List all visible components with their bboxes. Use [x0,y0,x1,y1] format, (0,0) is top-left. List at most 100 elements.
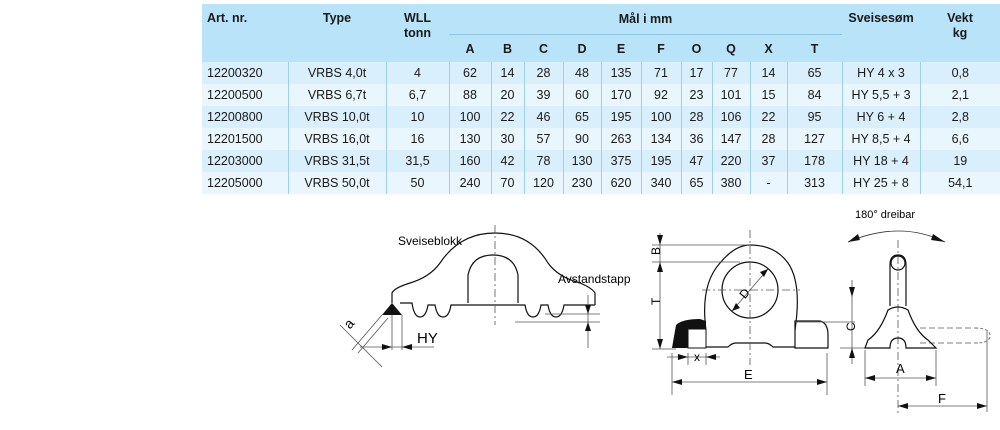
cell-dim-c: 120 [523,172,563,194]
cell-dim-d: 65 [562,106,601,128]
cell-art-nr: 12200800 [202,106,288,128]
cell-dim-e: 375 [600,150,641,172]
cell-dim-f: 195 [640,150,681,172]
cell-dim-t: 313 [786,172,843,194]
cell-dim-b: 70 [490,172,524,194]
cell-weld: HY 18 + 4 [841,150,921,172]
header-dim-x: X [750,34,787,62]
ring-outline [704,244,798,331]
cell-dim-b: 30 [490,128,524,150]
label-side-a: A [896,361,905,376]
cell-dim-d: 90 [562,128,601,150]
cell-dim-a: 88 [448,84,491,106]
cell-dim-a: 62 [448,62,491,84]
label-hy: HY [417,330,438,347]
cell-dim-o: 28 [680,106,712,128]
cell-dim-o: 65 [680,172,712,194]
header-weld: Sveisesøm [842,4,921,62]
cell-wll: 50 [385,172,449,194]
cell-weld: HY 25 + 8 [841,172,921,194]
cell-dim-q: 101 [711,84,750,106]
cell-wll: 6,7 [385,84,449,106]
cell-dim-c: 28 [523,62,563,84]
weld-fillet-icon [382,303,402,315]
cell-dim-a: 100 [448,106,491,128]
cell-dim-f: 340 [640,172,681,194]
label-f: F [938,391,946,406]
cell-dim-x: 37 [749,150,787,172]
cell-weight: 19 [919,150,1000,172]
cell-type: VRBS 4,0t [287,62,386,84]
cell-dim-d: 48 [562,62,601,84]
cell-type: VRBS 10,0t [287,106,386,128]
cell-dim-b: 14 [490,62,524,84]
cell-weight: 2,1 [919,84,1000,106]
cell-dim-x: 22 [749,106,787,128]
cell-dim-t: 95 [786,106,843,128]
base-plate [706,342,795,348]
cell-weight: 54,1 [919,172,1000,194]
cell-dim-e: 135 [600,62,641,84]
cell-dim-t: 178 [786,150,843,172]
header-wll-line2: tonn [403,26,432,40]
cell-dim-t: 65 [786,62,843,84]
cell-dim-a: 130 [448,128,491,150]
label-rotation: 180° dreibar [855,209,915,221]
cell-dim-q: 220 [711,150,750,172]
cell-art-nr: 12200500 [202,84,288,106]
cell-wll: 4 [385,62,449,84]
cell-dim-o: 23 [680,84,712,106]
cell-dim-d: 60 [562,84,601,106]
cell-type: VRBS 16,0t [287,128,386,150]
header-dim-b: B [491,34,524,62]
cell-dim-b: 22 [490,106,524,128]
header-dim-o: O [681,34,712,62]
label-c: C [844,322,858,331]
cell-type: VRBS 6,7t [287,84,386,106]
cell-weight: 6,6 [919,128,1000,150]
header-weight-line1: Vekt [947,11,973,25]
cell-dim-c: 78 [523,150,563,172]
cell-dim-t: 127 [786,128,843,150]
label-t: T [649,297,663,305]
cell-dim-q: 147 [711,128,750,150]
cell-wll: 10 [385,106,449,128]
cell-dim-x: 14 [749,62,787,84]
header-wll-line1: WLL [403,11,432,25]
cell-dim-c: 39 [523,84,563,106]
cell-wll: 31,5 [385,150,449,172]
cell-weld: HY 5,5 + 3 [841,84,921,106]
header-dim-f: F [641,34,681,62]
weld-block-base [400,302,595,318]
cell-dim-q: 77 [711,62,750,84]
cell-art-nr: 12200320 [202,62,288,84]
header-type: Type [288,4,386,62]
header-art-nr: Art. nr. [202,4,288,62]
cell-dim-c: 46 [523,106,563,128]
header-dim-a: A [449,34,491,62]
weld-block-inner-arch [467,254,519,303]
label-e: E [744,367,753,382]
header-dimensions-group: Mål i mm [449,4,843,35]
label-sveiseblokk: Sveiseblokk [398,234,463,248]
cell-wll: 16 [385,128,449,150]
cell-dim-e: 170 [600,84,641,106]
cell-dim-a: 240 [448,172,491,194]
cell-dim-d: 230 [562,172,601,194]
cell-weld: HY 8,5 + 4 [841,128,921,150]
rotated-ring-ghost [974,327,991,344]
cell-dim-o: 36 [680,128,712,150]
header-dim-d: D [563,34,601,62]
label-d: D [736,285,753,301]
cell-weight: 2,8 [919,106,1000,128]
cell-weld: HY 4 x 3 [841,62,921,84]
front-view-diagram: B T D x E [649,230,855,395]
